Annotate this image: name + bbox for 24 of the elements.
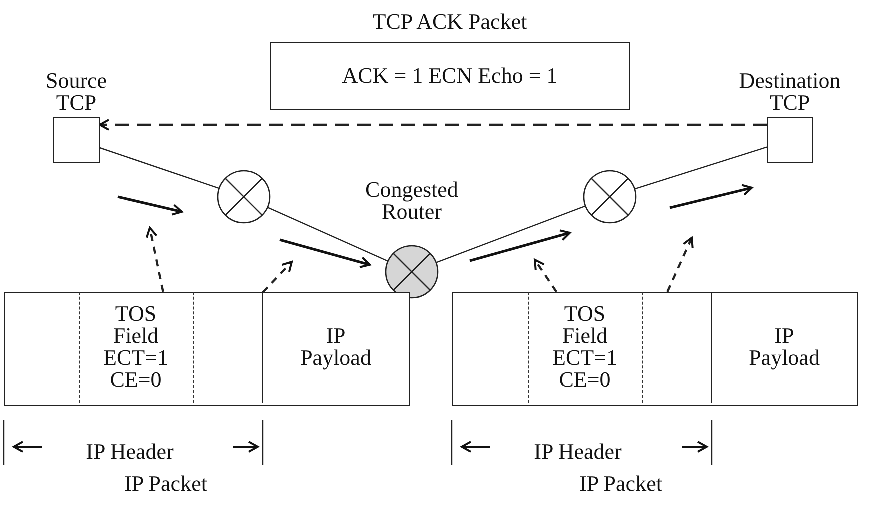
- packet-title: TCP ACK Packet: [372, 11, 528, 33]
- dimension-label: IP Header: [534, 441, 622, 463]
- packet-caption: IP Packet: [580, 473, 662, 495]
- payload-text: IP Payload: [749, 325, 820, 369]
- endpoint-label: Source TCP: [46, 70, 108, 114]
- arrow: [262, 261, 293, 294]
- arrow: [666, 237, 694, 292]
- link-line: [436, 206, 586, 264]
- dimension-label: IP Header: [86, 441, 174, 463]
- endpoint-label: Destination TCP: [739, 70, 841, 114]
- link-line: [267, 207, 389, 262]
- link-line: [634, 146, 768, 190]
- link-line: [100, 147, 220, 190]
- packet-caption: IP Packet: [124, 473, 208, 495]
- field-text: TOS Field ECT=1 CE=0: [552, 303, 618, 391]
- packet-fields: ACK = 1 ECN Echo = 1: [342, 65, 558, 87]
- arrow: [534, 259, 558, 293]
- router-label: Congested Router: [366, 179, 458, 223]
- field-text: TOS Field ECT=1 CE=0: [104, 303, 168, 391]
- router-symbol: [583, 170, 637, 224]
- payload-text: IP Payload: [300, 325, 372, 369]
- router-symbol: [217, 170, 271, 224]
- arrow: [99, 119, 767, 131]
- arrow: [146, 227, 164, 292]
